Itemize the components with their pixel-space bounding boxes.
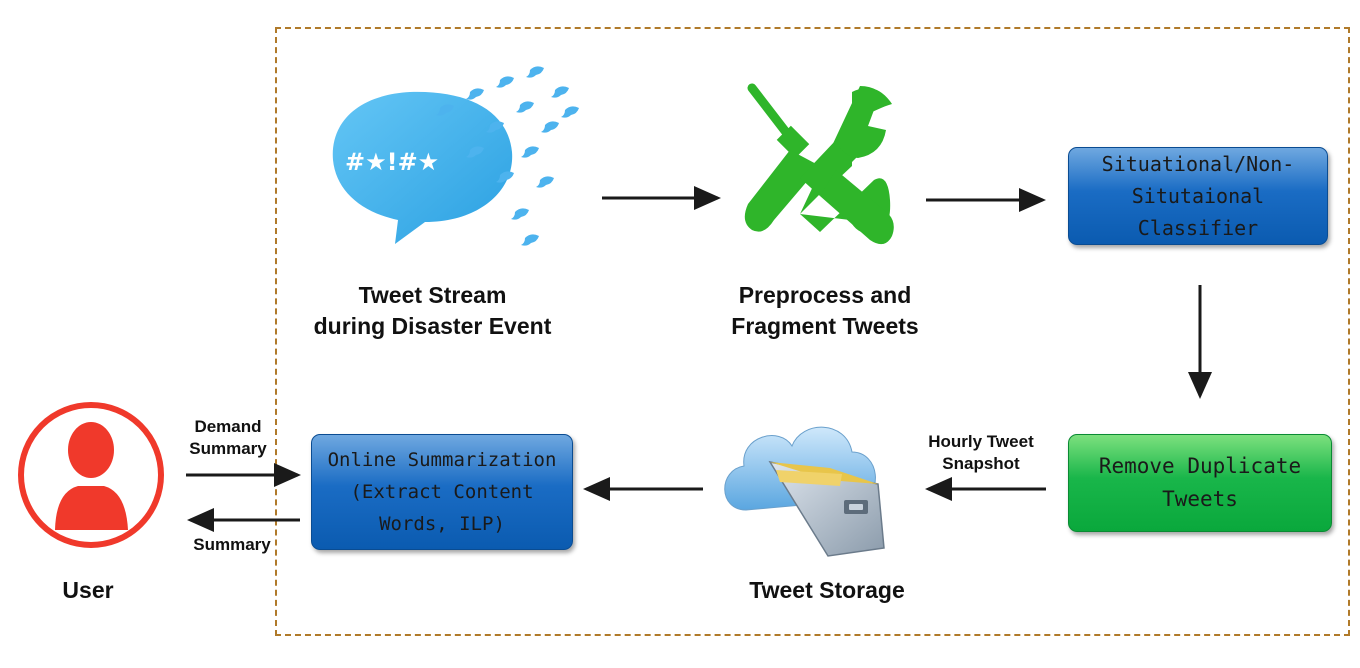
tweet-storage-label: Tweet Storage xyxy=(749,577,905,603)
hourly-snapshot-label: Hourly Tweet Snapshot xyxy=(928,432,1034,473)
user-label: User xyxy=(62,577,114,603)
user-avatar-icon xyxy=(18,402,164,548)
summarizer-box: Online Summarization (Extract Content Wo… xyxy=(311,434,573,550)
dedup-box-label: Remove Duplicate Tweets xyxy=(1098,454,1302,511)
demand-summary-label: Demand Summary xyxy=(189,417,267,458)
classifier-box: Situational/Non- Situtaional Classifier xyxy=(1068,147,1328,245)
system-boundary xyxy=(275,27,1350,636)
preprocess-label: Preprocess and Fragment Tweets xyxy=(731,282,919,339)
tweet-bubble-icon: #★!#★ xyxy=(332,66,579,246)
dedup-box: Remove Duplicate Tweets xyxy=(1068,434,1332,532)
cloud-drawer-icon xyxy=(724,426,885,557)
classifier-box-label: Situational/Non- Situtaional Classifier xyxy=(1101,152,1295,240)
svg-text:#★!#★: #★!#★ xyxy=(345,148,439,176)
summary-label: Summary xyxy=(193,535,271,554)
wrench-screwdriver-icon xyxy=(744,83,894,245)
tweet-stream-label: Tweet Stream during Disaster Event xyxy=(313,282,552,339)
summarizer-box-label: Online Summarization (Extract Content Wo… xyxy=(327,449,557,535)
